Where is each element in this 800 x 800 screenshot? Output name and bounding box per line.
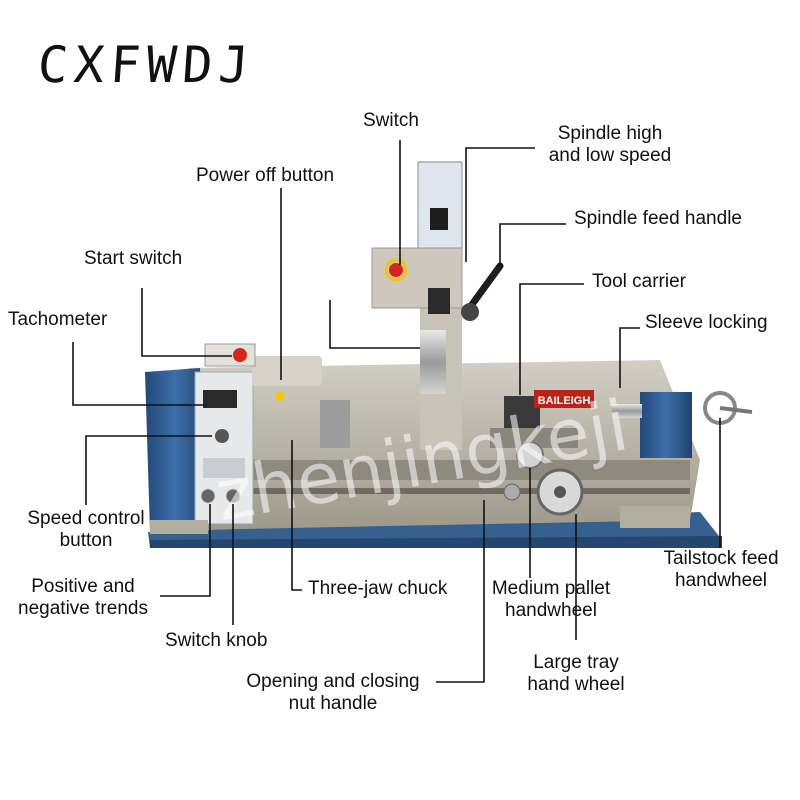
label-opening-closing-line1: Opening and closing xyxy=(246,671,420,692)
label-speed-control-line1: Speed control xyxy=(27,508,145,529)
label-switch: Switch xyxy=(363,110,419,131)
label-spindle-feed: Spindle feed handle xyxy=(574,208,742,229)
leader-start-switch xyxy=(141,288,232,357)
speed-control-knob xyxy=(215,429,229,443)
label-speed-control-line2: button xyxy=(59,530,113,551)
tachometer-display xyxy=(203,390,237,408)
leader-sleeve-locking xyxy=(619,327,640,388)
mill-spindle xyxy=(420,330,446,394)
large-tray-hub xyxy=(554,486,566,498)
direction-knob xyxy=(200,488,216,504)
label-positive-negative: Positive and negative trends xyxy=(4,576,162,620)
label-three-jaw: Three-jaw chuck xyxy=(308,578,448,599)
brand-plate xyxy=(534,390,594,408)
label-large-tray-line1: Large tray xyxy=(533,652,619,673)
label-spindle-speed: Spindle high and low speed xyxy=(536,123,684,167)
leader-speed-control xyxy=(85,435,212,505)
start-switch-box xyxy=(204,343,256,367)
label-positive-negative-line2: negative trends xyxy=(18,598,148,619)
mill-estop-ring xyxy=(384,258,408,282)
headstock xyxy=(145,368,206,532)
label-tachometer: Tachometer xyxy=(8,309,108,330)
tailstock xyxy=(640,392,692,458)
label-tailstock-line2: handwheel xyxy=(675,570,767,591)
leader-positive-negative xyxy=(160,504,211,597)
label-opening-closing-line2: nut handle xyxy=(288,693,378,714)
leader-spindle-speed xyxy=(465,147,535,262)
nut-handle xyxy=(503,483,521,501)
panel-label-strip xyxy=(203,458,245,478)
leader-three-jaw xyxy=(291,440,302,591)
mill-display xyxy=(428,288,450,314)
left-leg xyxy=(150,520,208,534)
leader-spindle-feed xyxy=(499,223,566,266)
label-tailstock-line1: Tailstock feed xyxy=(663,548,779,569)
label-spindle-speed-line2: and low speed xyxy=(548,145,672,166)
three-jaw-chuck xyxy=(320,400,350,448)
lead-screw xyxy=(245,488,690,494)
spindle-feed-lever xyxy=(464,262,504,314)
leader-tachometer xyxy=(72,342,206,406)
leader-opening-closing xyxy=(436,500,485,683)
leader-lines xyxy=(72,140,721,683)
label-medium-pallet-line2: handwheel xyxy=(505,600,597,621)
label-medium-pallet: Medium pallet handwheel xyxy=(478,578,624,622)
label-power-off: Power off button xyxy=(196,165,335,186)
start-switch-button xyxy=(233,348,247,362)
cross-slide xyxy=(490,428,578,448)
bed-ways xyxy=(250,460,690,480)
mill-motor-cap xyxy=(430,208,448,230)
right-leg xyxy=(620,506,690,528)
tailstock-quill xyxy=(612,404,642,418)
label-speed-control: Speed control button xyxy=(4,508,168,552)
label-medium-pallet-line1: Medium pallet xyxy=(491,578,611,599)
leader-tool-carrier xyxy=(519,283,584,395)
label-opening-closing: Opening and closing nut handle xyxy=(228,671,438,715)
label-large-tray-line2: hand wheel xyxy=(527,674,625,695)
switch-knob xyxy=(225,488,241,504)
label-start-switch: Start switch xyxy=(84,248,183,269)
label-tool-carrier: Tool carrier xyxy=(592,271,686,292)
mill-motor xyxy=(417,161,463,253)
spindle-feed-hub xyxy=(461,303,479,321)
label-tailstock: Tailstock feed handwheel xyxy=(648,548,794,592)
power-off-indicator xyxy=(275,391,285,401)
mill-estop xyxy=(389,263,403,277)
label-positive-negative-line1: Positive and xyxy=(31,576,135,597)
machine-logo: BAILEIGH xyxy=(538,395,591,407)
label-switch-knob: Switch knob xyxy=(165,630,268,651)
label-spindle-speed-line1: Spindle high xyxy=(557,123,663,144)
brand-logo-text: CXFWDJ xyxy=(35,36,257,94)
label-sleeve-locking: Sleeve locking xyxy=(645,312,768,333)
chip-tray-front xyxy=(150,536,722,548)
leader-mill-head xyxy=(329,300,420,349)
tailstock-handle xyxy=(719,406,753,414)
headstock-cover xyxy=(252,356,322,386)
label-large-tray: Large tray hand wheel xyxy=(510,652,642,696)
